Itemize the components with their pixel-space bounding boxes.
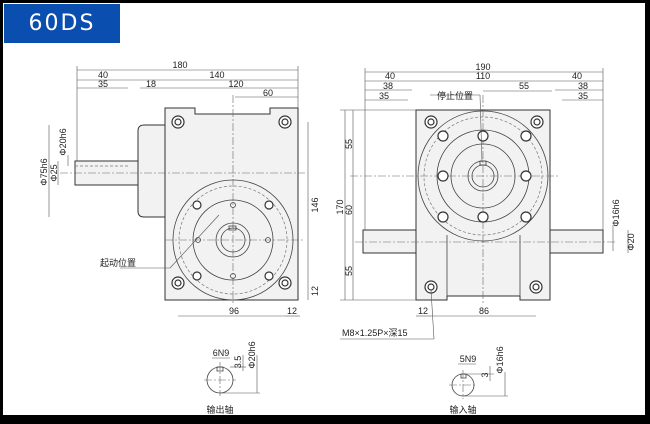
front-holes xyxy=(424,115,544,294)
dim-40: 40 xyxy=(98,70,108,80)
input-shaft-diameter: Φ16h6 xyxy=(495,346,505,373)
dim-phi20-shaft: Φ20 xyxy=(626,233,636,250)
dim-110: 110 xyxy=(476,71,490,81)
dim-86: 86 xyxy=(479,306,489,316)
dim-180: 180 xyxy=(172,60,187,70)
start-position-label: 起动位置 xyxy=(100,257,136,268)
output-shaft-diameter: Φ20h6 xyxy=(247,341,257,368)
dim-35: 35 xyxy=(98,79,108,89)
dim-120: 120 xyxy=(228,79,243,89)
thread-note: M8×1.25P×深15 xyxy=(342,328,408,338)
side-view: 180 40 140 35 18 120 60 Φ75h6 Φ25 Φ20h6 … xyxy=(39,60,320,317)
output-key-width: 6N9 xyxy=(213,348,230,358)
dim-38-right: 38 xyxy=(578,81,588,91)
output-key-depth: 3.5 xyxy=(233,356,243,369)
dim-60: 60 xyxy=(263,88,273,98)
dim-18: 18 xyxy=(146,79,156,89)
output-shaft-section: 6N9 3.5 Φ20h6 输出轴 xyxy=(204,341,260,415)
dim-140: 140 xyxy=(209,70,224,80)
dim-55-top: 55 xyxy=(519,81,529,91)
side-body xyxy=(164,107,299,301)
input-shaft-label: 输入轴 xyxy=(449,404,476,415)
dim-phi75: Φ75h6 xyxy=(39,158,49,185)
index-flange xyxy=(172,179,294,301)
input-shaft-left xyxy=(362,229,417,254)
dim-170: 170 xyxy=(335,199,345,214)
dim-55-lower: 55 xyxy=(344,266,354,276)
dim-12-horizontal: 12 xyxy=(287,306,297,316)
stop-position-label: 停止位置 xyxy=(437,90,473,101)
input-shaft-section: 5N9 3 Φ16h6 输入轴 xyxy=(449,346,508,415)
dim-40-right: 40 xyxy=(572,71,582,81)
dim-35-left: 35 xyxy=(379,91,389,101)
input-key-width: 5N9 xyxy=(460,354,477,364)
dim-55-upper: 55 xyxy=(344,139,354,149)
side-holes xyxy=(171,115,292,290)
side-flange xyxy=(137,124,166,218)
model-title-badge: 60DS xyxy=(4,4,120,43)
dim-35-right: 35 xyxy=(578,91,588,101)
dim-phi25: Φ25 xyxy=(49,164,59,181)
dim-96: 96 xyxy=(229,306,239,316)
dim-146: 146 xyxy=(310,197,320,212)
output-shaft-label: 输出轴 xyxy=(206,404,233,415)
input-key-depth: 3 xyxy=(480,372,490,377)
dim-12-front: 12 xyxy=(418,306,428,316)
dim-phi20: Φ20h6 xyxy=(58,128,68,155)
dim-38-left: 38 xyxy=(383,81,393,91)
dim-phi16: Φ16h6 xyxy=(611,199,621,226)
front-view: 190 40 110 40 38 55 38 35 35 停止位置 170 55… xyxy=(335,62,636,340)
dim-60-vertical: 60 xyxy=(344,205,354,215)
dim-12-vertical: 12 xyxy=(310,286,320,296)
input-shaft-right xyxy=(549,229,604,254)
dim-190: 190 xyxy=(475,62,490,72)
dim-40-left: 40 xyxy=(385,71,395,81)
